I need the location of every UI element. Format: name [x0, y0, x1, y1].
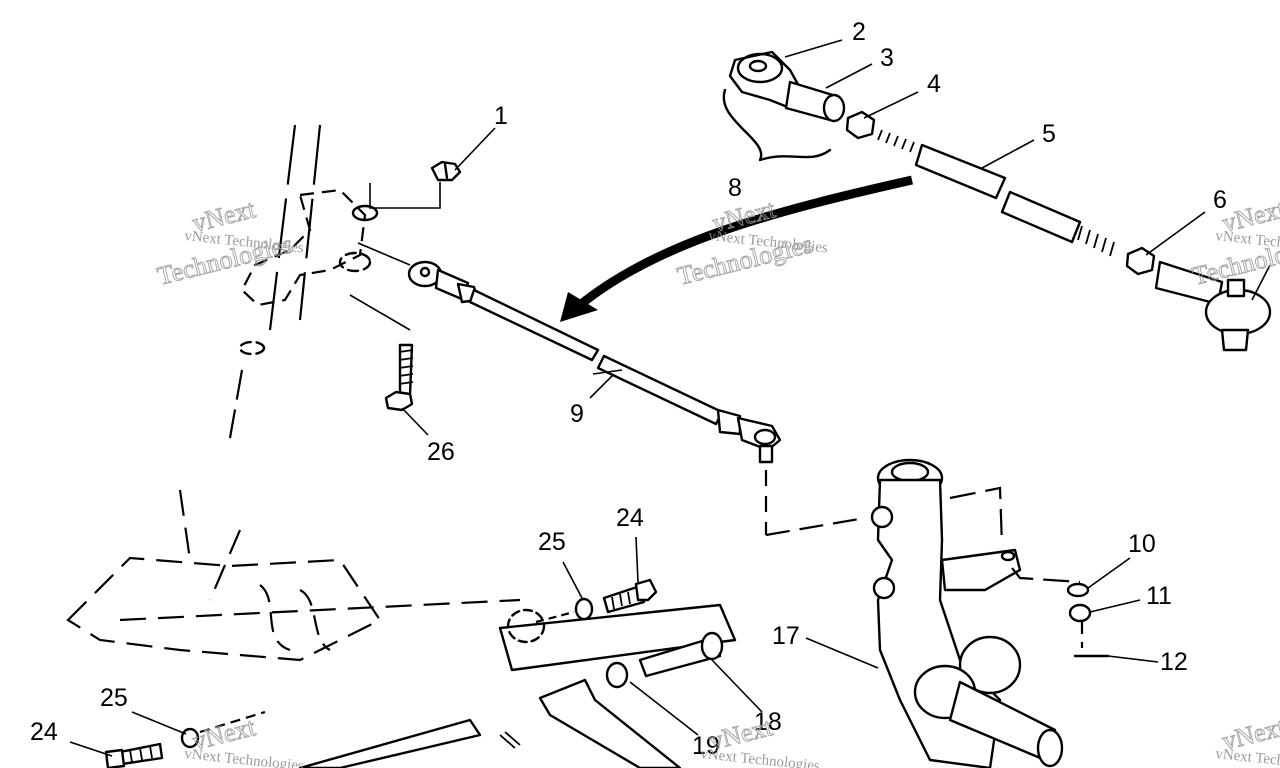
steering-knuckle-17 [870, 458, 1081, 768]
callout-11: 11 [1146, 582, 1172, 610]
callout-12: 12 [1160, 648, 1188, 676]
control-arm [66, 489, 737, 768]
callout-2: 2 [852, 18, 866, 46]
callout-17: 17 [772, 622, 800, 650]
nut-1 [369, 160, 462, 209]
callouts: 2 3 4 5 6 1 8 9 26 10 11 12 17 24 25 24 … [30, 18, 1271, 760]
watermark-small-6: vNext Technologies [1215, 746, 1280, 768]
watermarks: vNext Technologies vNext Technologies vN… [154, 194, 1280, 768]
callout-5: 5 [1042, 120, 1056, 148]
callout-8: 8 [728, 174, 742, 202]
bolt-24-washer-25-left [104, 710, 266, 768]
callout-6: 6 [1213, 186, 1227, 214]
callout-24-right: 24 [616, 504, 644, 532]
callout-18: 18 [754, 708, 782, 736]
watermark-big-6: vNext [1219, 712, 1280, 756]
callout-19: 19 [692, 732, 720, 760]
callout-3: 3 [880, 44, 894, 72]
bolt-26 [349, 294, 414, 412]
tie-rod-9 [357, 242, 866, 537]
callout-25-right: 25 [538, 528, 566, 556]
callout-10: 10 [1128, 530, 1156, 558]
callout-25-left: 25 [100, 684, 128, 712]
callout-24-left: 24 [30, 718, 58, 746]
watermark-big-3: vNext [1219, 194, 1280, 238]
tie-rod-assembly-5 [722, 50, 1272, 352]
watermark-big-5: vNext [706, 712, 775, 756]
hardware-10-12 [1066, 582, 1110, 658]
direction-arrow [560, 175, 913, 322]
steering-post [228, 124, 379, 439]
bolt-24-washer-25-right [535, 578, 658, 624]
callout-9: 9 [570, 400, 584, 428]
callout-4: 4 [927, 70, 941, 98]
callout-1: 1 [494, 102, 508, 130]
callout-26: 26 [427, 438, 455, 466]
